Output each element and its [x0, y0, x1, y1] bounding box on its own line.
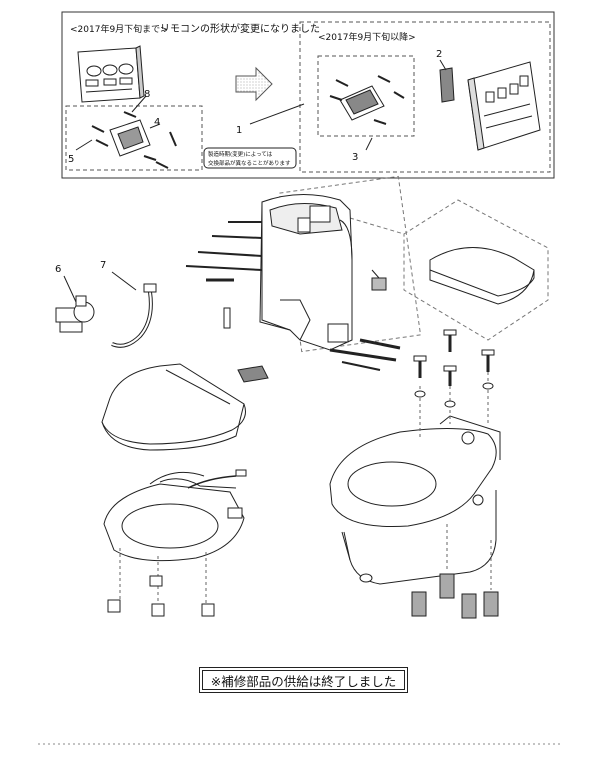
old-bracket-subbox	[65, 105, 203, 171]
discontinued-notice-text: ※補修部品の供給は終了しました	[210, 673, 397, 689]
bowl-fasteners	[413, 329, 495, 408]
seat-ring	[103, 469, 247, 606]
floor-anchors	[411, 524, 499, 619]
tank-body	[185, 175, 422, 371]
callout-4: 4	[154, 117, 160, 128]
discontinued-notice: ※補修部品の供給は終了しました	[199, 667, 408, 693]
change-note-line1: 製造時期(変更)によっては	[208, 150, 273, 158]
remote-inset-box: <2017年9月下旬まで> リモコンの形状が変更になりました	[61, 11, 555, 179]
new-remote-subbox	[299, 21, 551, 173]
callout-3: 3	[352, 152, 358, 163]
tank-lid	[349, 199, 549, 341]
supply-hose	[111, 271, 157, 348]
callout-8: 8	[144, 89, 150, 100]
new-wall-bracket	[329, 75, 405, 125]
cover-plate	[439, 67, 455, 103]
old-wall-bracket	[91, 111, 177, 169]
new-bracket-subbox	[317, 55, 415, 137]
new-remote-panel	[467, 61, 541, 151]
toilet-bowl	[329, 360, 501, 585]
seat-lid	[101, 363, 246, 451]
callout-2: 2	[436, 49, 442, 60]
old-remote-panel	[77, 45, 145, 103]
change-note-box	[203, 147, 297, 169]
callout-7: 7	[100, 260, 106, 271]
change-note-line2: 交換部品が異なることがあります	[208, 159, 291, 167]
callout-1: 1	[236, 125, 242, 136]
callout-5: 5	[68, 154, 74, 165]
label-after-2017-sep: <2017年9月下旬以降>	[318, 31, 416, 43]
seat-bumpers	[107, 575, 215, 617]
callout-6: 6	[55, 264, 61, 275]
label-before-2017-sep: <2017年9月下旬まで>	[70, 23, 168, 35]
change-arrow-icon	[235, 66, 273, 102]
mounting-plate	[237, 365, 269, 383]
remote-change-text: リモコンの形状が変更になりました	[160, 22, 320, 35]
stop-valve	[55, 275, 95, 333]
